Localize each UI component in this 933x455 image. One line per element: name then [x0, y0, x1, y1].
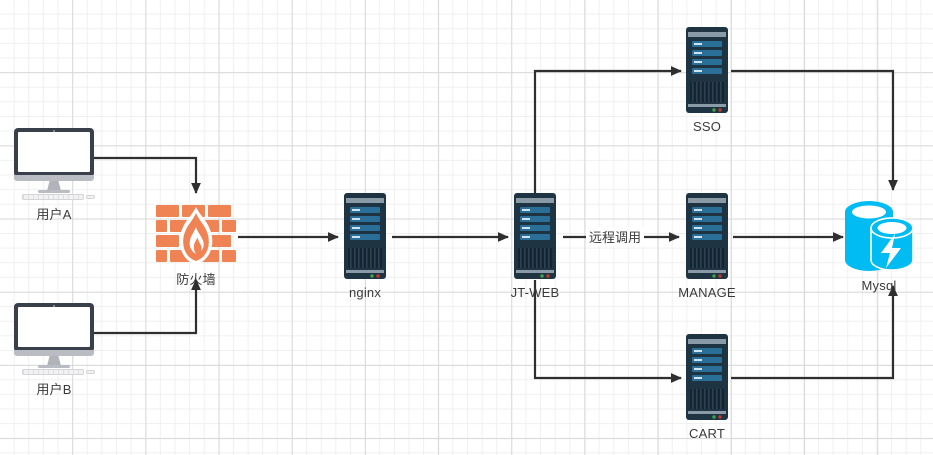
server-tower-icon — [344, 193, 386, 279]
node-label-mysql: Mysql — [861, 278, 897, 293]
node-label-sso: SSO — [692, 119, 722, 134]
monitor-screen — [18, 132, 90, 172]
edge-jtweb-cart — [533, 280, 682, 383]
node-label-firewall: 防火墙 — [176, 272, 216, 287]
monitor-stand — [47, 356, 61, 366]
database-cylinder-icon — [845, 201, 914, 271]
mouse-icon — [86, 370, 95, 374]
monitor-bezel — [14, 128, 94, 177]
monitor-chin — [14, 175, 94, 181]
keyboard-icon — [22, 194, 84, 200]
edge-userb-firewall — [92, 279, 201, 335]
mouse-icon — [86, 195, 95, 199]
node-label-nginx: nginx — [348, 285, 382, 300]
monitor-stand — [47, 181, 61, 191]
edge-cart-mysql — [731, 285, 898, 380]
node-label-jtweb: JT-WEB — [510, 285, 560, 300]
desktop-monitor-icon — [14, 128, 95, 200]
server-tower-icon — [514, 193, 556, 279]
desktop-monitor-icon — [14, 303, 95, 375]
server-tower-icon — [686, 334, 728, 420]
monitor-chin — [14, 350, 94, 356]
monitor-camera-icon — [53, 304, 55, 307]
node-label-user-b: 用户B — [36, 382, 72, 397]
server-tower-icon — [686, 193, 728, 279]
monitor-bezel — [14, 303, 94, 352]
node-label-cart: CART — [689, 426, 725, 441]
edge-usera-firewall — [92, 156, 201, 194]
node-label-manage: MANAGE — [678, 285, 736, 300]
firewall-brick-flame-icon — [156, 205, 236, 267]
edge-sso-mysql — [731, 69, 898, 191]
monitor-foot — [38, 365, 70, 368]
monitor-foot — [38, 190, 70, 193]
keyboard-icon — [22, 369, 84, 375]
edge-jtweb-sso — [533, 66, 682, 196]
brick-wall-icon — [156, 205, 236, 262]
edge-label-remote-call: 远程调用 — [586, 227, 645, 246]
flame-icon — [179, 207, 213, 265]
server-tower-icon — [686, 27, 728, 113]
node-label-user-a: 用户A — [36, 207, 72, 222]
monitor-screen — [18, 307, 90, 347]
monitor-camera-icon — [53, 129, 55, 132]
